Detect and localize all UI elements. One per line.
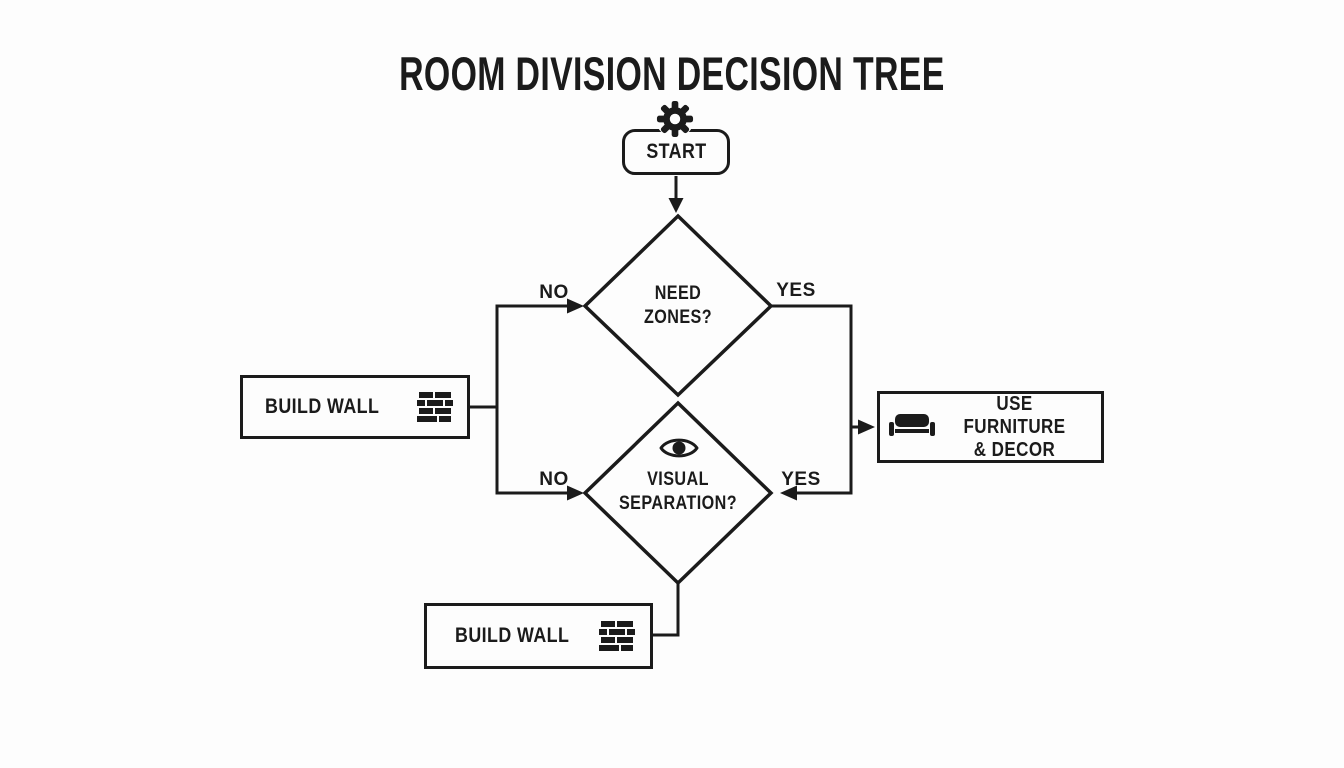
node-need-zones: NEED ZONES? bbox=[578, 282, 778, 330]
brick-wall-icon bbox=[417, 392, 453, 422]
edge-no-rail-left bbox=[495, 304, 569, 495]
edge-label-need-zones-no: NO bbox=[539, 282, 569, 303]
node-visual-separation: VISUAL SEPARATION? bbox=[578, 468, 778, 516]
build-wall-bottom-label: BUILD WALL bbox=[455, 624, 570, 647]
arrowhead-start-down bbox=[668, 198, 684, 213]
arrowhead-no2-right bbox=[567, 485, 584, 501]
arrowhead-furniture-right bbox=[858, 419, 875, 435]
edge-yes-rail-right bbox=[771, 304, 853, 495]
build-wall-left-label: BUILD WALL bbox=[265, 395, 380, 418]
arrowhead-yes2-left bbox=[780, 485, 797, 501]
start-label: START bbox=[645, 140, 707, 163]
edge-label-visual-separation-no: NO bbox=[539, 469, 569, 490]
brick-wall-icon bbox=[599, 621, 635, 651]
page-title: ROOM DIVISION DECISION TREE bbox=[0, 46, 1344, 101]
edge-label-visual-separation-yes: YES bbox=[781, 469, 821, 490]
need-zones-line1: NEED bbox=[654, 283, 702, 304]
edge-to-build-wall-bottom bbox=[653, 583, 680, 637]
use-furniture-line1: USE FURNITURE bbox=[963, 392, 1066, 438]
edge-label-need-zones-yes: YES bbox=[776, 280, 816, 301]
diamond-visual-separation bbox=[582, 400, 774, 586]
need-zones-line2: ZONES? bbox=[643, 307, 713, 328]
page-title-text: ROOM DIVISION DECISION TREE bbox=[399, 47, 945, 100]
use-furniture-label: USE FURNITURE & DECOR bbox=[936, 393, 1093, 462]
gear-icon bbox=[656, 100, 694, 138]
node-build-wall-bottom: BUILD WALL bbox=[424, 603, 653, 669]
arrowhead-no1-right bbox=[567, 298, 584, 314]
node-use-furniture: USE FURNITURE & DECOR bbox=[877, 391, 1104, 463]
visual-separation-line1: VISUAL bbox=[647, 469, 709, 490]
eye-icon bbox=[659, 438, 699, 458]
node-build-wall-left: BUILD WALL bbox=[240, 375, 470, 439]
sofa-icon bbox=[889, 414, 935, 436]
diamond-need-zones bbox=[582, 213, 774, 398]
use-furniture-line2: & DECOR bbox=[973, 438, 1056, 461]
visual-separation-line2: SEPARATION? bbox=[618, 493, 738, 514]
